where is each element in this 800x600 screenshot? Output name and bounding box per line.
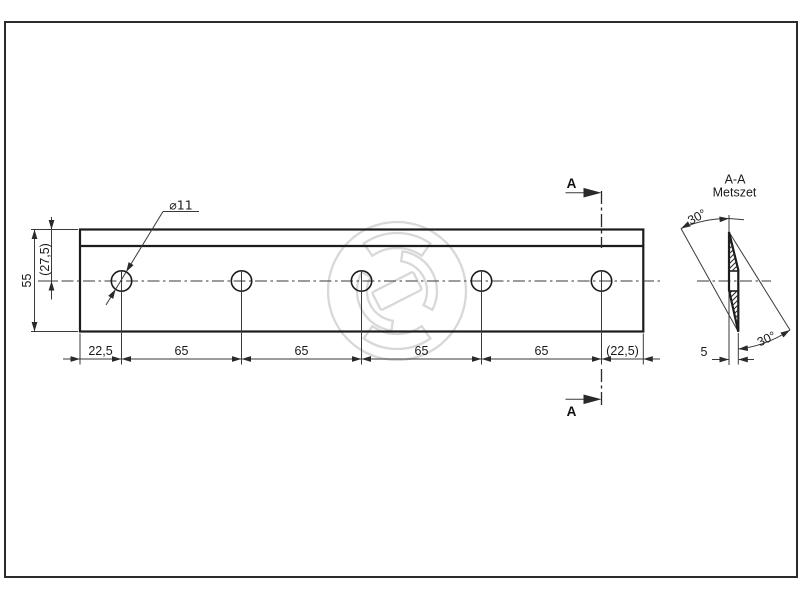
arrowhead <box>719 215 730 223</box>
section-view: A-A Metszet <box>679 173 792 365</box>
thickness-dim: 5 <box>701 345 754 363</box>
section-arrow-icon <box>583 187 602 198</box>
watermark-logo <box>326 220 468 362</box>
hole-diameter-callout: ⌀11 <box>105 198 199 306</box>
arrowhead <box>48 281 55 291</box>
arrowhead <box>31 229 38 239</box>
arrowhead <box>232 356 242 362</box>
dim-label-spacing-2: 65 <box>295 344 309 358</box>
hole-callout-label: ⌀11 <box>169 198 192 213</box>
arrowhead <box>112 356 122 362</box>
section-hatching <box>728 231 740 333</box>
section-subtitle: Metszet <box>713 186 757 200</box>
section-title: A-A <box>725 173 747 187</box>
height-dimensions: 55 (27,5) <box>20 217 78 332</box>
height-dim-label: 55 <box>20 274 34 288</box>
watermark-top-tab <box>362 231 432 258</box>
arrowhead <box>719 356 729 363</box>
part-front-view <box>40 228 661 365</box>
dim-label-spacing-1: 65 <box>175 344 189 358</box>
arrowhead <box>592 356 602 362</box>
dim-label-left-offset: 22,5 <box>88 344 112 358</box>
arrowhead <box>48 220 55 230</box>
arrowhead <box>31 322 38 332</box>
sheet-border <box>4 21 798 578</box>
dim-label-spacing-3: 65 <box>415 344 429 358</box>
thickness-dim-label: 5 <box>701 345 708 359</box>
cut-letter-top: A <box>567 176 577 191</box>
arrowhead <box>481 356 491 362</box>
section-cut-bottom: A <box>565 369 603 419</box>
angle-line-bottom <box>728 231 791 331</box>
angle-line-top <box>680 228 739 332</box>
angle-label-bottom: 30° <box>755 329 778 350</box>
arrowhead <box>352 356 362 362</box>
angle-dim-top: 30° <box>679 206 745 232</box>
arrowhead <box>241 356 251 362</box>
arrowhead <box>361 356 371 362</box>
hole-extension-lines <box>79 270 644 365</box>
arrowhead <box>70 356 80 362</box>
arrowhead <box>738 345 749 352</box>
watermark-bar <box>371 271 423 311</box>
arrowhead <box>121 356 131 362</box>
angle-dim-bottom: 30° <box>738 327 792 352</box>
section-cut-top: A <box>565 176 603 248</box>
section-arrow-icon <box>583 394 602 405</box>
watermark-right-flange <box>399 250 439 312</box>
dim-label-spacing-4: 65 <box>535 344 549 358</box>
arrowhead <box>472 356 482 362</box>
dim-label-right-offset: (22,5) <box>606 344 639 358</box>
chain-dimension: 22,5 65 65 65 65 (22,5) <box>63 344 660 362</box>
watermark-ring <box>326 220 468 362</box>
cut-letter-bottom: A <box>567 404 577 419</box>
arrowhead <box>738 356 748 363</box>
half-height-dim-label: (27,5) <box>38 243 52 276</box>
arrowhead <box>643 356 653 362</box>
